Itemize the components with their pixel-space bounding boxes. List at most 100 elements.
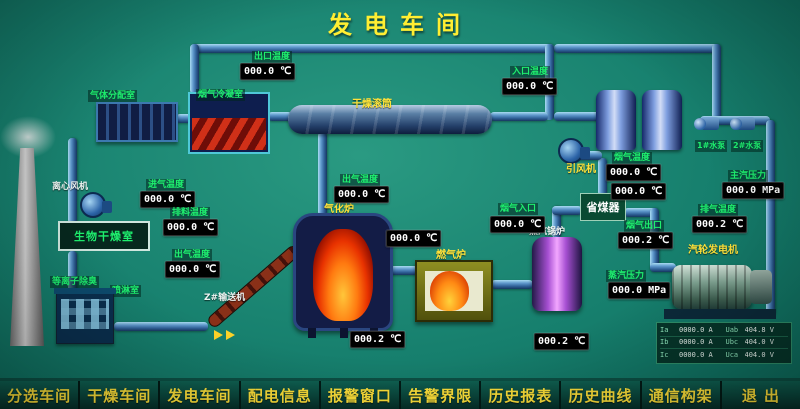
gen-param-value: 404.8 V [744,326,775,335]
pipe-economizer-out [624,208,656,217]
inlet-temp-label: 入口温度 [510,66,551,78]
gen-param-name: Ubc [725,338,739,347]
flue-inlet-display: 000.0 ℃ [490,216,546,233]
gen-param-name: Ib [660,338,669,347]
induced-draft-fan[interactable] [558,138,590,164]
gen-param-name: Uab [725,326,739,335]
furnace-inlet-temp-display: 000.0 ℃ [386,230,442,247]
flue-outlet-label: 烟气出口 [624,220,665,232]
exhaust-temp-display: 000.2 ℃ [692,216,748,233]
flue-condenser-label: 烟气冷凝室 [196,89,246,101]
pump-2-label: 2#水泵 [731,140,764,152]
gen-param-value: 404.0 V [744,338,775,347]
nav-communication-framework[interactable]: 通信构架 [641,381,722,409]
nav-alarm-limits[interactable]: 告警界限 [401,381,482,409]
page-title: 发电车间 [328,11,472,39]
turbine-generator-base [664,309,776,319]
steam-boiler[interactable] [532,237,582,311]
condenser-hot-zone [192,118,266,150]
pipe-to-tanks [554,112,600,121]
nav-power-workshop[interactable]: 发电车间 [160,381,241,409]
water-pump-2[interactable] [730,117,755,130]
gas-distribution-room[interactable] [96,102,178,142]
flue-temp-a-display: 000.0 ℃ [606,164,662,181]
gen-param-value: 0000.0 A [679,338,713,347]
pipe-bio-to-building [68,251,77,293]
building-windows [61,299,109,329]
turbine-generator-end [750,270,772,304]
water-tank-1[interactable] [596,90,636,150]
pipe-left-down [68,138,77,224]
gasifier-flame [312,229,374,322]
gen-panel-row: Ia 0000.0 A Uab 404.8 V [660,325,788,338]
pipe-top [192,44,554,53]
pipe-economizer-riser [598,158,607,196]
pipe-pump-riser [712,44,721,120]
pipe-to-economizer [552,206,582,215]
pipe-right-edge [766,120,775,316]
conveyor[interactable] [205,243,302,330]
pipe-gasifier-to-furnace [390,266,418,275]
spray-room-label: 喷淋室 [110,285,142,297]
drum-outlet-temp-label: 出气温度 [340,174,381,186]
gas-furnace-label: 燃气炉 [436,250,466,261]
gen-param-value: 404.0 V [744,350,775,359]
gasifier-leg [340,328,348,338]
inlet-temp-display: 000.0 ℃ [502,78,558,95]
discharge-temp-label: 排料温度 [170,207,211,219]
spray-room-building[interactable] [54,288,116,344]
gen-panel-row: Ic 0000.0 A Uca 404.0 V [660,350,788,361]
pipe-furnace-to-boiler [491,280,533,289]
flow-arrow-icon [226,330,235,340]
flue-gas-condenser[interactable] [188,92,270,154]
pipe-condenser-to-drum [268,112,292,121]
water-pump-1[interactable] [694,117,719,130]
nav-history-reports[interactable]: 历史报表 [481,381,562,409]
turbine-generator[interactable] [672,265,752,309]
gas-furnace-flame [430,271,469,311]
nav-power-distribution-info[interactable]: 配电信息 [240,381,321,409]
building-roof [54,288,116,294]
pipe-dist-to-condenser [176,114,192,123]
steam-pressure-display: 000.0 MPa [608,282,671,299]
main-steam-pressure-display: 000.0 MPa [722,182,785,199]
outlet-temp-label: 出口温度 [252,51,293,63]
nav-exit[interactable]: 退 出 [721,381,800,409]
nav-history-curves[interactable]: 历史曲线 [561,381,642,409]
boiler-temp-display: 000.2 ℃ [534,333,590,350]
turbine-generator-label: 汽轮发电机 [688,245,738,256]
gas-furnace[interactable] [415,260,493,322]
gen-param-name: Ic [660,350,669,359]
gasifier-leg [308,328,316,338]
drying-drum[interactable] [288,105,492,134]
gen-param-name: Uca [725,350,739,359]
nav-alarm-window[interactable]: 报警窗口 [320,381,402,409]
conveyor-label: Z#输送机 [204,293,246,303]
nav-drying-workshop[interactable]: 干燥车间 [80,381,161,409]
induced-fan-label: 引风机 [566,164,596,175]
chimney [10,148,44,346]
intake-temp-label: 进气温度 [146,179,187,191]
nav-sorting-workshop[interactable]: 分选车间 [0,381,81,409]
centrifugal-fan-label: 离心风机 [52,182,89,192]
drum-outlet-temp-display: 000.0 ℃ [334,186,390,203]
flue-temp-b-display: 000.0 ℃ [611,183,667,200]
steam-pressure-label: 蒸汽压力 [606,270,647,282]
intake-temp-display: 000.0 ℃ [140,191,196,208]
water-tank-2[interactable] [642,90,682,150]
bio-drying-room[interactable]: 生物干燥室 [58,221,150,251]
gasifier-temp-display: 000.2 ℃ [350,331,406,348]
flue-inlet-label: 烟气入口 [498,203,539,215]
drying-drum-label: 干燥滚筒 [352,99,392,110]
gen-param-value: 0000.0 A [679,350,713,359]
gen-param-name: Ia [660,326,669,335]
flue-temp-a-label: 烟气温度 [612,152,653,164]
gas-distribution-label: 气体分配室 [88,90,138,102]
flue-outlet-display: 000.2 ℃ [618,232,674,249]
generator-readout-panel: Ia 0000.0 A Uab 404.8 V Ib 0000.0 A Ubc … [656,322,792,364]
pipe-boiler-top [552,206,561,238]
gasifier[interactable] [293,213,393,338]
centrifugal-fan[interactable] [80,192,112,218]
bio-outlet-temp-label: 出气温度 [172,249,213,261]
